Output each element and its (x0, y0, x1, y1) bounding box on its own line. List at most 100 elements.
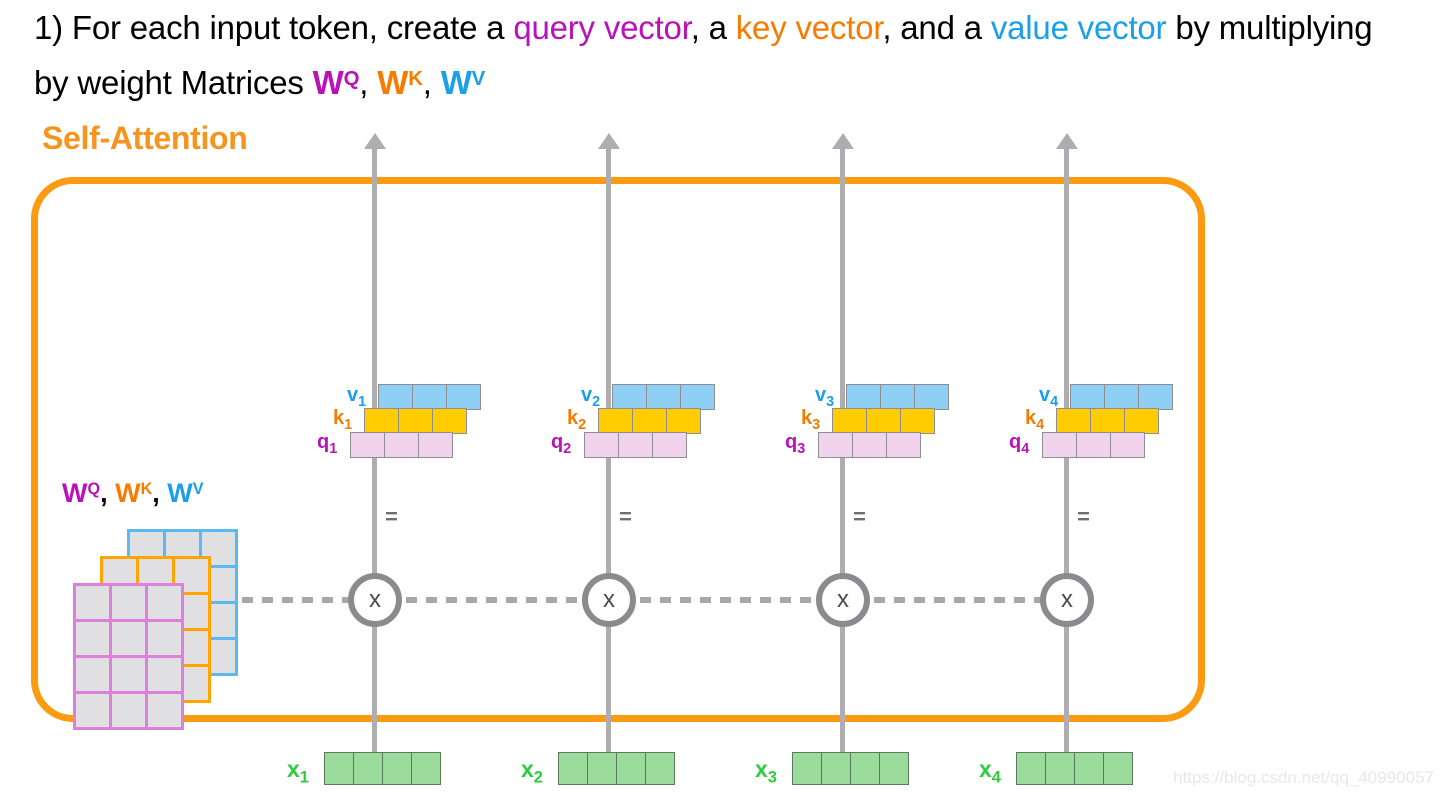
matrix-cell (144, 654, 184, 694)
x-cell (324, 752, 354, 785)
equals-sign-3: = (851, 504, 868, 529)
vector-cell (880, 384, 915, 410)
x-cell (353, 752, 383, 785)
column-arrow-head-4 (1056, 133, 1078, 149)
matrix-cell (72, 582, 112, 622)
qkv-stack-3: v3 k3 q3 (785, 384, 988, 468)
watermark-text: https://blog.csdn.net/qq_40990057 (1173, 768, 1434, 787)
vector-cell (432, 408, 467, 434)
vector-cell (384, 432, 419, 458)
wlabel-sep-1: , (100, 478, 116, 508)
vector-cell (446, 384, 481, 410)
multiply-circle-4: x (1040, 573, 1094, 627)
wk-label: WK (115, 478, 153, 508)
vector-cell (598, 408, 633, 434)
k-vector-4 (1056, 408, 1159, 434)
column-arrow-head-1 (364, 133, 386, 149)
x-vector-2 (558, 752, 675, 785)
x-cell (792, 752, 822, 785)
qkv-stack-2: v2 k2 q2 (551, 384, 754, 468)
x-vector-1 (324, 752, 441, 785)
x-cell (1103, 752, 1133, 785)
equals-sign-2: = (617, 504, 634, 529)
vector-cell (1104, 384, 1139, 410)
matrix-cell (144, 690, 184, 730)
v-vector-1 (378, 384, 481, 410)
vector-cell (418, 432, 453, 458)
x-label-1: x1 (287, 756, 309, 787)
headline-query-vector: query vector (513, 9, 691, 46)
self-attention-title: Self-Attention (42, 120, 248, 156)
q-label-2: q2 (551, 431, 572, 457)
column-arrow-head-3 (832, 133, 854, 149)
vector-cell (1138, 384, 1173, 410)
vector-cell (914, 384, 949, 410)
x-label-4: x4 (979, 756, 1001, 787)
wq-label: WQ (62, 478, 101, 508)
vector-cell (1124, 408, 1159, 434)
matrix-cell (72, 690, 112, 730)
vector-cell (818, 432, 853, 458)
x-cell (1074, 752, 1104, 785)
x-label-3: x3 (755, 756, 777, 787)
v-vector-2 (612, 384, 715, 410)
equals-sign-1: = (383, 504, 400, 529)
q-vector-4 (1042, 432, 1145, 458)
wlabel-sep-2: , (152, 478, 168, 508)
matrix-cell (72, 654, 112, 694)
v-label-1: v1 (347, 384, 367, 410)
vector-cell (612, 384, 647, 410)
vector-cell (646, 384, 681, 410)
x-vector-3 (792, 752, 909, 785)
vector-cell (1070, 384, 1105, 410)
q-label-1: q1 (317, 431, 338, 457)
vector-cell (1042, 432, 1077, 458)
x-cell (616, 752, 646, 785)
matrix-cell (144, 618, 184, 658)
qkv-stack-1: v1 k1 q1 (317, 384, 520, 468)
x-cell (879, 752, 909, 785)
vector-cell (846, 384, 881, 410)
vector-cell (350, 432, 385, 458)
x-cell (1016, 752, 1046, 785)
multiply-circle-3: x (816, 573, 870, 627)
self-attention-boundary-box (31, 177, 1205, 722)
q-label-3: q3 (785, 431, 806, 457)
vector-cell (1056, 408, 1091, 434)
vector-cell (412, 384, 447, 410)
v-label-4: v4 (1039, 384, 1059, 410)
headline-wk-symbol: WK (377, 64, 423, 102)
vector-cell (666, 408, 701, 434)
v-label-3: v3 (815, 384, 835, 410)
x-cell (587, 752, 617, 785)
multiply-circle-1: x (348, 573, 402, 627)
v-vector-4 (1070, 384, 1173, 410)
vector-cell (680, 384, 715, 410)
vector-cell (398, 408, 433, 434)
vector-cell (900, 408, 935, 434)
k-label-2: k2 (567, 407, 587, 433)
headline-segment-2: , a (690, 9, 736, 46)
vector-cell (832, 408, 867, 434)
headline-comma-1: , (359, 64, 378, 102)
q-vector-1 (350, 432, 453, 458)
x-cell (1045, 752, 1075, 785)
matrix-cell (144, 582, 184, 622)
page-title: 1) For each input token, create a query … (34, 2, 1414, 108)
k-label-3: k3 (801, 407, 821, 433)
matrix-cell (108, 618, 148, 658)
weight-matrices-label: WQ, WK, WV (62, 478, 204, 509)
headline-wq-symbol: WQ (312, 64, 360, 102)
qkv-stack-4: v4 k4 q4 (1009, 384, 1212, 468)
vector-cell (1110, 432, 1145, 458)
matrix-cell (108, 582, 148, 622)
headline-segment-3: , and a (882, 9, 991, 46)
vector-cell (852, 432, 887, 458)
headline-segment-4: by multiplying by weight Matrices (34, 9, 1373, 102)
vector-cell (1090, 408, 1125, 434)
k-label-4: k4 (1025, 407, 1045, 433)
vector-cell (364, 408, 399, 434)
matrix-cell (108, 690, 148, 730)
vector-cell (1076, 432, 1111, 458)
